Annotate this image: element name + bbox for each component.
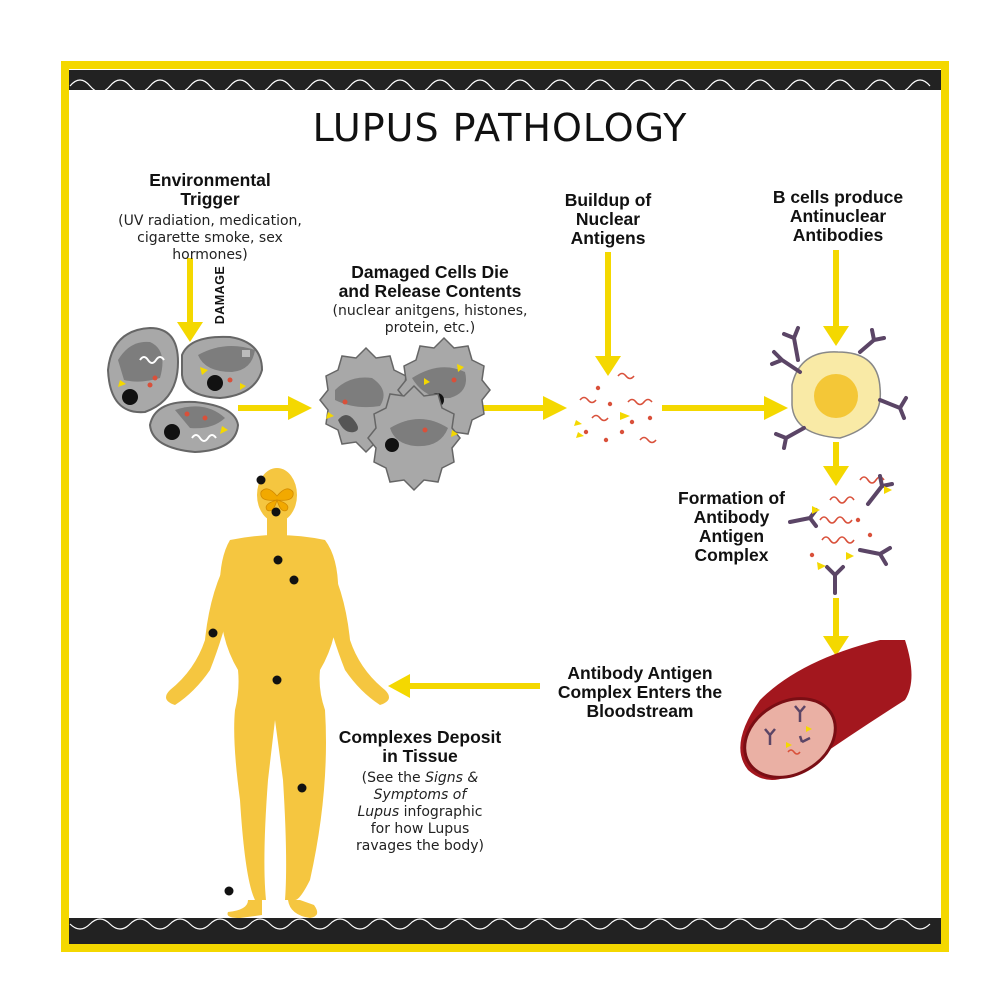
- top-scribble-band: [69, 70, 941, 93]
- deposit-ref-line4: for how Lupus: [370, 821, 470, 837]
- bloodstream-line2: Complex Enters the: [557, 682, 723, 702]
- damage-label: DAMAGE: [210, 263, 230, 333]
- antibody-icon: [770, 326, 908, 450]
- cell-bottom: [148, 400, 240, 454]
- arrow-antigens-to-bcell: [662, 396, 788, 420]
- damage-text: DAMAGE: [213, 265, 227, 325]
- trigger-title-line2: Trigger: [180, 189, 240, 209]
- cells-die-detail-line1: (nuclear anitgens, histones,: [332, 303, 528, 319]
- deposit-label: Complexes Deposit in Tissue (See the Sig…: [325, 728, 515, 855]
- human-figure-icon: [166, 468, 389, 918]
- b-cells-line2: Antinuclear: [789, 206, 887, 226]
- deposit-title-line2: in Tissue: [382, 746, 458, 766]
- deposit-ref-line1: (See the Signs &: [325, 770, 515, 787]
- cell-icon: [106, 326, 264, 454]
- deposit-ref-line5: ravages the body): [356, 838, 484, 854]
- flow-arrows: [177, 250, 849, 698]
- trigger-title-line1: Environmental: [149, 170, 271, 190]
- trigger-label: Environmental Trigger (UV radiation, med…: [100, 171, 320, 264]
- cells-die-title-line2: and Release Contents: [338, 281, 522, 301]
- formation-label: Formation of Antibody Antigen Complex: [664, 489, 799, 565]
- cell-top-right: [181, 335, 264, 400]
- deposit-ref-line2: Symptoms of: [325, 787, 515, 804]
- deposit-ref-italic2: Symptoms of: [373, 787, 467, 803]
- buildup-label: Buildup of Nuclear Antigens: [538, 191, 678, 248]
- arrow-bcells-down: [823, 250, 849, 346]
- deposit-ref-italic3: Lupus: [357, 804, 400, 820]
- bloodstream-line3: Bloodstream: [586, 701, 694, 721]
- dying-cell-3: [367, 384, 461, 492]
- b-cell-icon: [770, 326, 908, 450]
- formation-line1: Formation of: [678, 488, 785, 508]
- b-cells-line3: Antibodies: [792, 225, 884, 245]
- trigger-detail-line1: (UV radiation, medication,: [118, 213, 302, 229]
- cells-die-label: Damaged Cells Die and Release Contents (…: [305, 263, 555, 337]
- arrow-buildup-down: [595, 252, 621, 376]
- deposit-ref-line3: Lupus infographic: [325, 804, 515, 821]
- nuclear-antigens: [574, 372, 657, 444]
- b-cells-label: B cells produce Antinuclear Antibodies: [748, 188, 928, 245]
- arrow-complex-to-vessel: [823, 598, 849, 656]
- formation-line4: Complex: [694, 545, 769, 565]
- bottom-scribble-band: [69, 918, 941, 944]
- butterfly-icon: [260, 488, 294, 512]
- cell-top-left: [106, 326, 180, 414]
- bloodstream-line1: Antibody Antigen: [567, 663, 713, 683]
- cells-die-detail-line2: protein, etc.): [384, 320, 476, 336]
- formation-line2: Antibody: [693, 507, 770, 527]
- arrow-trigger-down: [177, 258, 203, 342]
- buildup-line3: Antigens: [570, 228, 646, 248]
- buildup-line2: Nuclear: [575, 209, 641, 229]
- bloodstream-label: Antibody Antigen Complex Enters the Bloo…: [540, 664, 740, 721]
- trigger-detail-line2: cigarette smoke, sex hormones): [137, 230, 283, 263]
- dying-cells: [319, 336, 491, 492]
- b-cells-line1: B cells produce: [772, 187, 904, 207]
- deposit-sites: [208, 475, 307, 896]
- yellow-frame: [61, 61, 949, 952]
- arrow-bloodstream-to-body: [388, 674, 540, 698]
- arrow-cells-to-dying: [238, 396, 312, 420]
- deposit-title-line1: Complexes Deposit: [338, 727, 502, 747]
- arrow-bcell-to-complex: [823, 442, 849, 486]
- cells-die-title-line1: Damaged Cells Die: [351, 262, 509, 282]
- blood-vessel-icon: [740, 640, 912, 780]
- page-title: LUPUS PATHOLOGY: [312, 106, 688, 150]
- buildup-line1: Buildup of: [564, 190, 652, 210]
- deposit-ref-italic1: Signs &: [425, 770, 479, 786]
- deposit-ref-post3: infographic: [399, 804, 483, 820]
- formation-line3: Antigen: [698, 526, 765, 546]
- deposit-ref-pre: (See the: [361, 770, 426, 786]
- antibody-antigen-complex: [788, 474, 894, 595]
